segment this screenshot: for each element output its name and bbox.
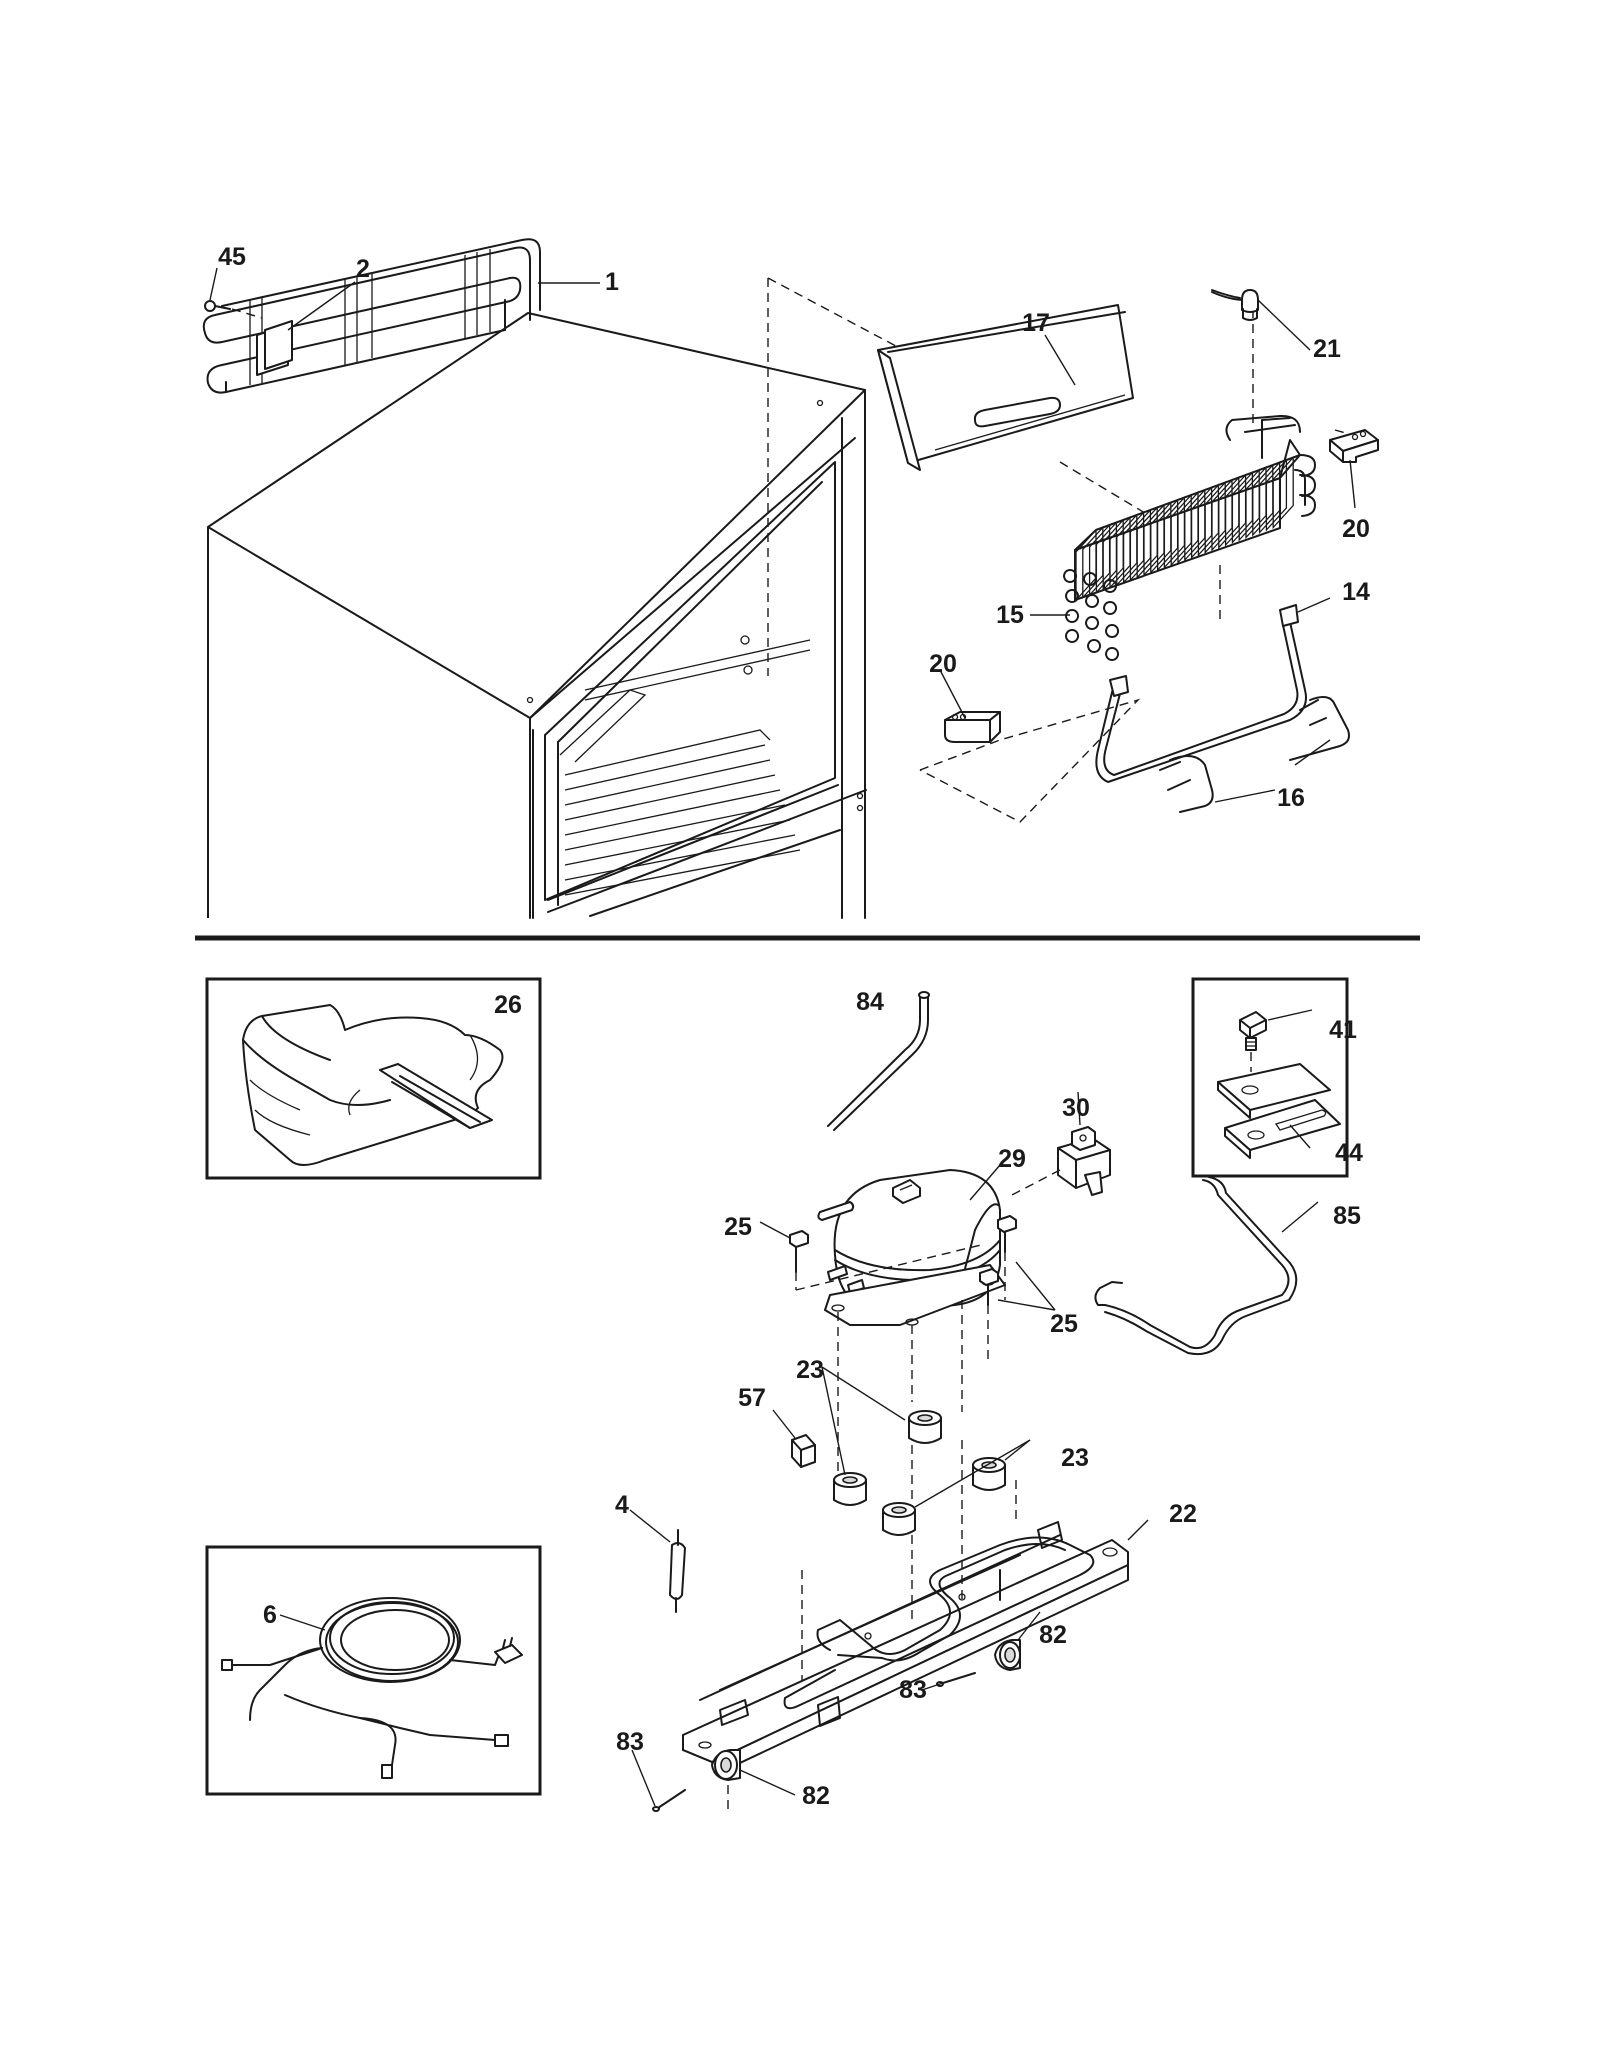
inset-box-drain-pan <box>205 977 542 1180</box>
evaporator-fin <box>1265 458 1288 532</box>
callout-20-right: 20 <box>1342 515 1370 543</box>
drain-pan <box>242 1004 504 1166</box>
callout-22: 22 <box>1169 1500 1197 1528</box>
evaporator-cover <box>877 304 1134 471</box>
bracket-screw <box>204 300 263 319</box>
defrost-heater <box>1095 604 1307 783</box>
evaporator-clip-right <box>1329 429 1379 463</box>
compressor <box>817 1169 1006 1326</box>
evaporator <box>1063 414 1316 661</box>
callout-23-right: 23 <box>1061 1444 1089 1472</box>
wire-clip <box>791 1434 816 1468</box>
leader-lines-bottom <box>279 1009 1319 1807</box>
suction-tube <box>1094 1176 1298 1356</box>
callout-41: 41 <box>1329 1016 1357 1044</box>
start-relay <box>1009 1126 1111 1197</box>
callout-83-right: 83 <box>899 1676 927 1704</box>
callout-83-left: 83 <box>616 1728 644 1756</box>
compressor-bolts <box>789 1215 1017 1306</box>
mounting-bolt <box>1239 1011 1267 1072</box>
callout-16: 16 <box>1277 784 1305 812</box>
mounting-bracket <box>1217 1063 1341 1159</box>
base-foot-right <box>994 1639 1021 1671</box>
inset-box-power-cord <box>205 1545 542 1796</box>
callout-44: 44 <box>1335 1139 1363 1167</box>
callout-25-left: 25 <box>724 1213 752 1241</box>
callout-17: 17 <box>1022 309 1050 337</box>
alignment-lines-bottom <box>727 1243 1017 1810</box>
callout-15: 15 <box>996 601 1024 629</box>
condenser-bracket <box>256 320 293 376</box>
callout-20-left: 20 <box>929 650 957 678</box>
callout-45: 45 <box>218 243 246 271</box>
callout-57: 57 <box>738 1384 766 1412</box>
callout-85: 85 <box>1333 1202 1361 1230</box>
callout-1: 1 <box>605 268 619 296</box>
callout-6: 6 <box>263 1601 277 1629</box>
refrigerator-cabinet <box>207 312 867 919</box>
defrost-sensor <box>1211 289 1259 321</box>
compressor-grommets <box>833 1410 1006 1536</box>
callout-82-right: 82 <box>1039 1621 1067 1649</box>
callout-labels: 45 2 1 17 21 20 15 14 20 16 26 84 41 30 … <box>218 243 1370 1810</box>
callout-21: 21 <box>1313 335 1341 363</box>
callout-23-top: 23 <box>796 1356 824 1384</box>
callout-25-right: 25 <box>1050 1310 1078 1338</box>
callout-30: 30 <box>1062 1094 1090 1122</box>
callout-2: 2 <box>356 255 370 283</box>
evaporator-fin <box>1272 455 1294 530</box>
base-screw-right <box>936 1672 976 1687</box>
callout-14: 14 <box>1342 578 1370 606</box>
base-screw-left <box>652 1789 686 1812</box>
callout-82-left: 82 <box>802 1782 830 1810</box>
discharge-tube <box>827 991 930 1131</box>
power-cord <box>221 1597 523 1779</box>
evaporator-fin <box>1258 460 1281 535</box>
evaporator-clip-left <box>944 711 1001 743</box>
base-foot-left <box>711 1749 741 1781</box>
inset-box-mounting-bracket <box>1191 977 1349 1178</box>
callout-29: 29 <box>998 1145 1026 1173</box>
compressor-base-plate <box>682 1521 1129 1772</box>
filter-drier <box>669 1529 686 1613</box>
callout-84: 84 <box>856 988 884 1016</box>
callout-26: 26 <box>494 991 522 1019</box>
leader-lines-top <box>209 267 1356 803</box>
heater-retainer-clips <box>1159 695 1350 813</box>
callout-4: 4 <box>615 1491 629 1519</box>
